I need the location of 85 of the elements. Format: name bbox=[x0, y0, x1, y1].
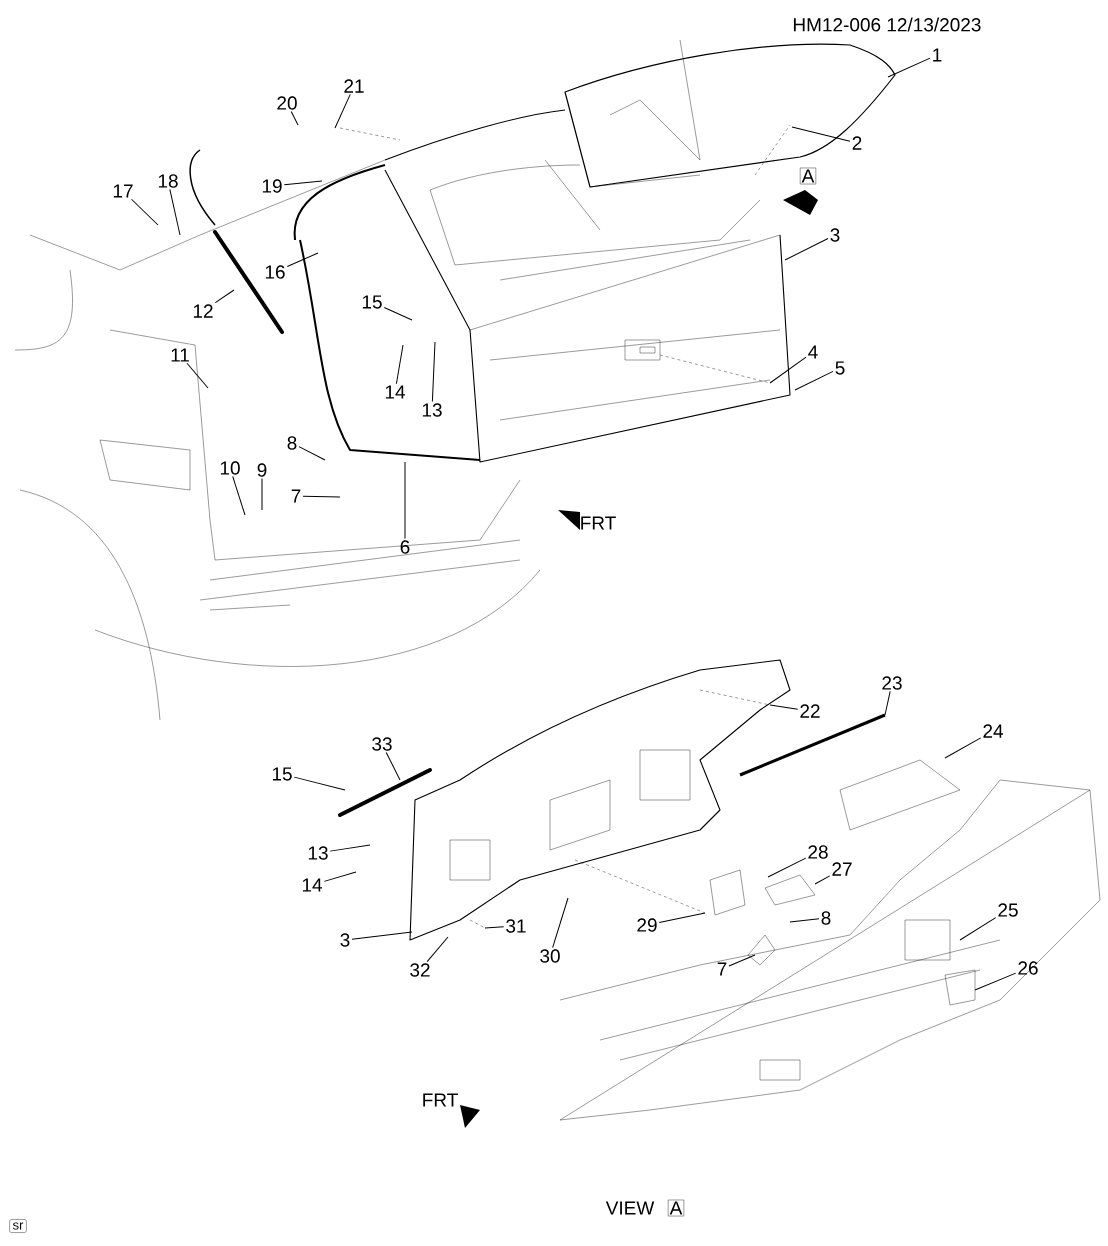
leader-line bbox=[298, 446, 326, 461]
direction-label: FRT bbox=[581, 516, 616, 530]
leader-line bbox=[261, 477, 263, 511]
callout-number: 30 bbox=[540, 949, 560, 963]
callout-number: 13 bbox=[422, 403, 442, 417]
callout-number: 29 bbox=[637, 918, 657, 932]
leader-line bbox=[884, 690, 891, 716]
callout-number: 5 bbox=[835, 361, 845, 375]
leader-line bbox=[329, 844, 371, 852]
callout-number: 28 bbox=[808, 845, 828, 859]
leader-line bbox=[728, 954, 756, 967]
leader-line bbox=[769, 356, 807, 384]
leader-line bbox=[484, 926, 505, 929]
callout-number: 7 bbox=[717, 962, 727, 976]
leader-line bbox=[323, 871, 357, 882]
leader-line bbox=[214, 289, 235, 304]
callout-number: 10 bbox=[220, 461, 240, 475]
callout-number: 31 bbox=[506, 919, 526, 933]
callout-number: 11 bbox=[171, 348, 189, 362]
callout-number: 27 bbox=[832, 862, 852, 876]
callout-number: 16 bbox=[265, 265, 285, 279]
callout-number: 21 bbox=[344, 79, 364, 93]
callout-number: 6 bbox=[400, 540, 410, 554]
leader-line bbox=[974, 972, 1017, 991]
leader-line bbox=[794, 370, 834, 391]
view-letter: A bbox=[667, 1199, 685, 1217]
leader-line bbox=[169, 188, 181, 236]
leader-line bbox=[789, 918, 820, 923]
leader-line bbox=[290, 110, 299, 126]
callout-number: 8 bbox=[821, 911, 831, 925]
leader-line bbox=[814, 875, 831, 885]
leader-line bbox=[131, 198, 159, 226]
leader-line bbox=[887, 57, 931, 78]
leader-line bbox=[658, 912, 706, 923]
callout-number: 13 bbox=[308, 846, 328, 860]
callout-number: 12 bbox=[193, 304, 213, 318]
callout-number: 26 bbox=[1018, 961, 1038, 975]
callout-number: 33 bbox=[372, 737, 392, 751]
callout-number: 17 bbox=[113, 184, 133, 198]
leader-line bbox=[293, 776, 346, 791]
leader-line bbox=[791, 126, 851, 142]
leader-line bbox=[283, 180, 323, 186]
leader-line bbox=[286, 252, 319, 268]
callout-number: 8 bbox=[287, 436, 297, 450]
view-letter: A bbox=[799, 167, 817, 185]
leader-line bbox=[232, 475, 246, 516]
leader-line bbox=[334, 93, 351, 129]
drawing-number: HM12-006 12/13/2023 bbox=[793, 17, 981, 32]
callout-number: 1 bbox=[933, 48, 942, 62]
callout-number: 24 bbox=[983, 724, 1003, 738]
callout-number: 9 bbox=[257, 463, 267, 477]
leader-line bbox=[351, 931, 413, 940]
illustrator-code: sr bbox=[9, 1219, 27, 1233]
leader-line bbox=[385, 751, 401, 781]
leader-line bbox=[767, 857, 807, 878]
leader-line bbox=[404, 461, 406, 540]
callout-number: 25 bbox=[998, 903, 1018, 917]
leader-line bbox=[431, 341, 436, 403]
leader-line bbox=[302, 495, 341, 498]
callout-number: 14 bbox=[385, 385, 405, 399]
direction-label: FRT bbox=[423, 1093, 458, 1107]
leader-line bbox=[552, 897, 569, 949]
callout-number: 22 bbox=[800, 704, 820, 718]
callout-number: 4 bbox=[808, 345, 818, 359]
callout-number: 20 bbox=[277, 96, 297, 110]
callout-number: 23 bbox=[882, 676, 902, 690]
callout-number: 15 bbox=[272, 767, 292, 781]
callout-number: 3 bbox=[830, 228, 840, 242]
callout-number: 3 bbox=[340, 933, 350, 947]
callout-number: 7 bbox=[291, 489, 301, 503]
callout-number: 14 bbox=[302, 878, 322, 892]
callout-number: 19 bbox=[262, 179, 282, 193]
view-label: VIEW bbox=[605, 1201, 655, 1215]
leader-line bbox=[944, 737, 982, 759]
leader-line bbox=[395, 344, 404, 385]
callout-number: 32 bbox=[410, 963, 430, 977]
callout-number: 18 bbox=[158, 174, 178, 188]
callout-number: 15 bbox=[362, 295, 382, 309]
leader-line bbox=[769, 704, 799, 710]
leader-line bbox=[426, 936, 449, 963]
callout-number: 2 bbox=[852, 136, 862, 150]
leader-line bbox=[784, 238, 829, 261]
leader-line bbox=[186, 362, 209, 389]
leader-line bbox=[383, 307, 413, 321]
leader-line bbox=[959, 917, 997, 941]
